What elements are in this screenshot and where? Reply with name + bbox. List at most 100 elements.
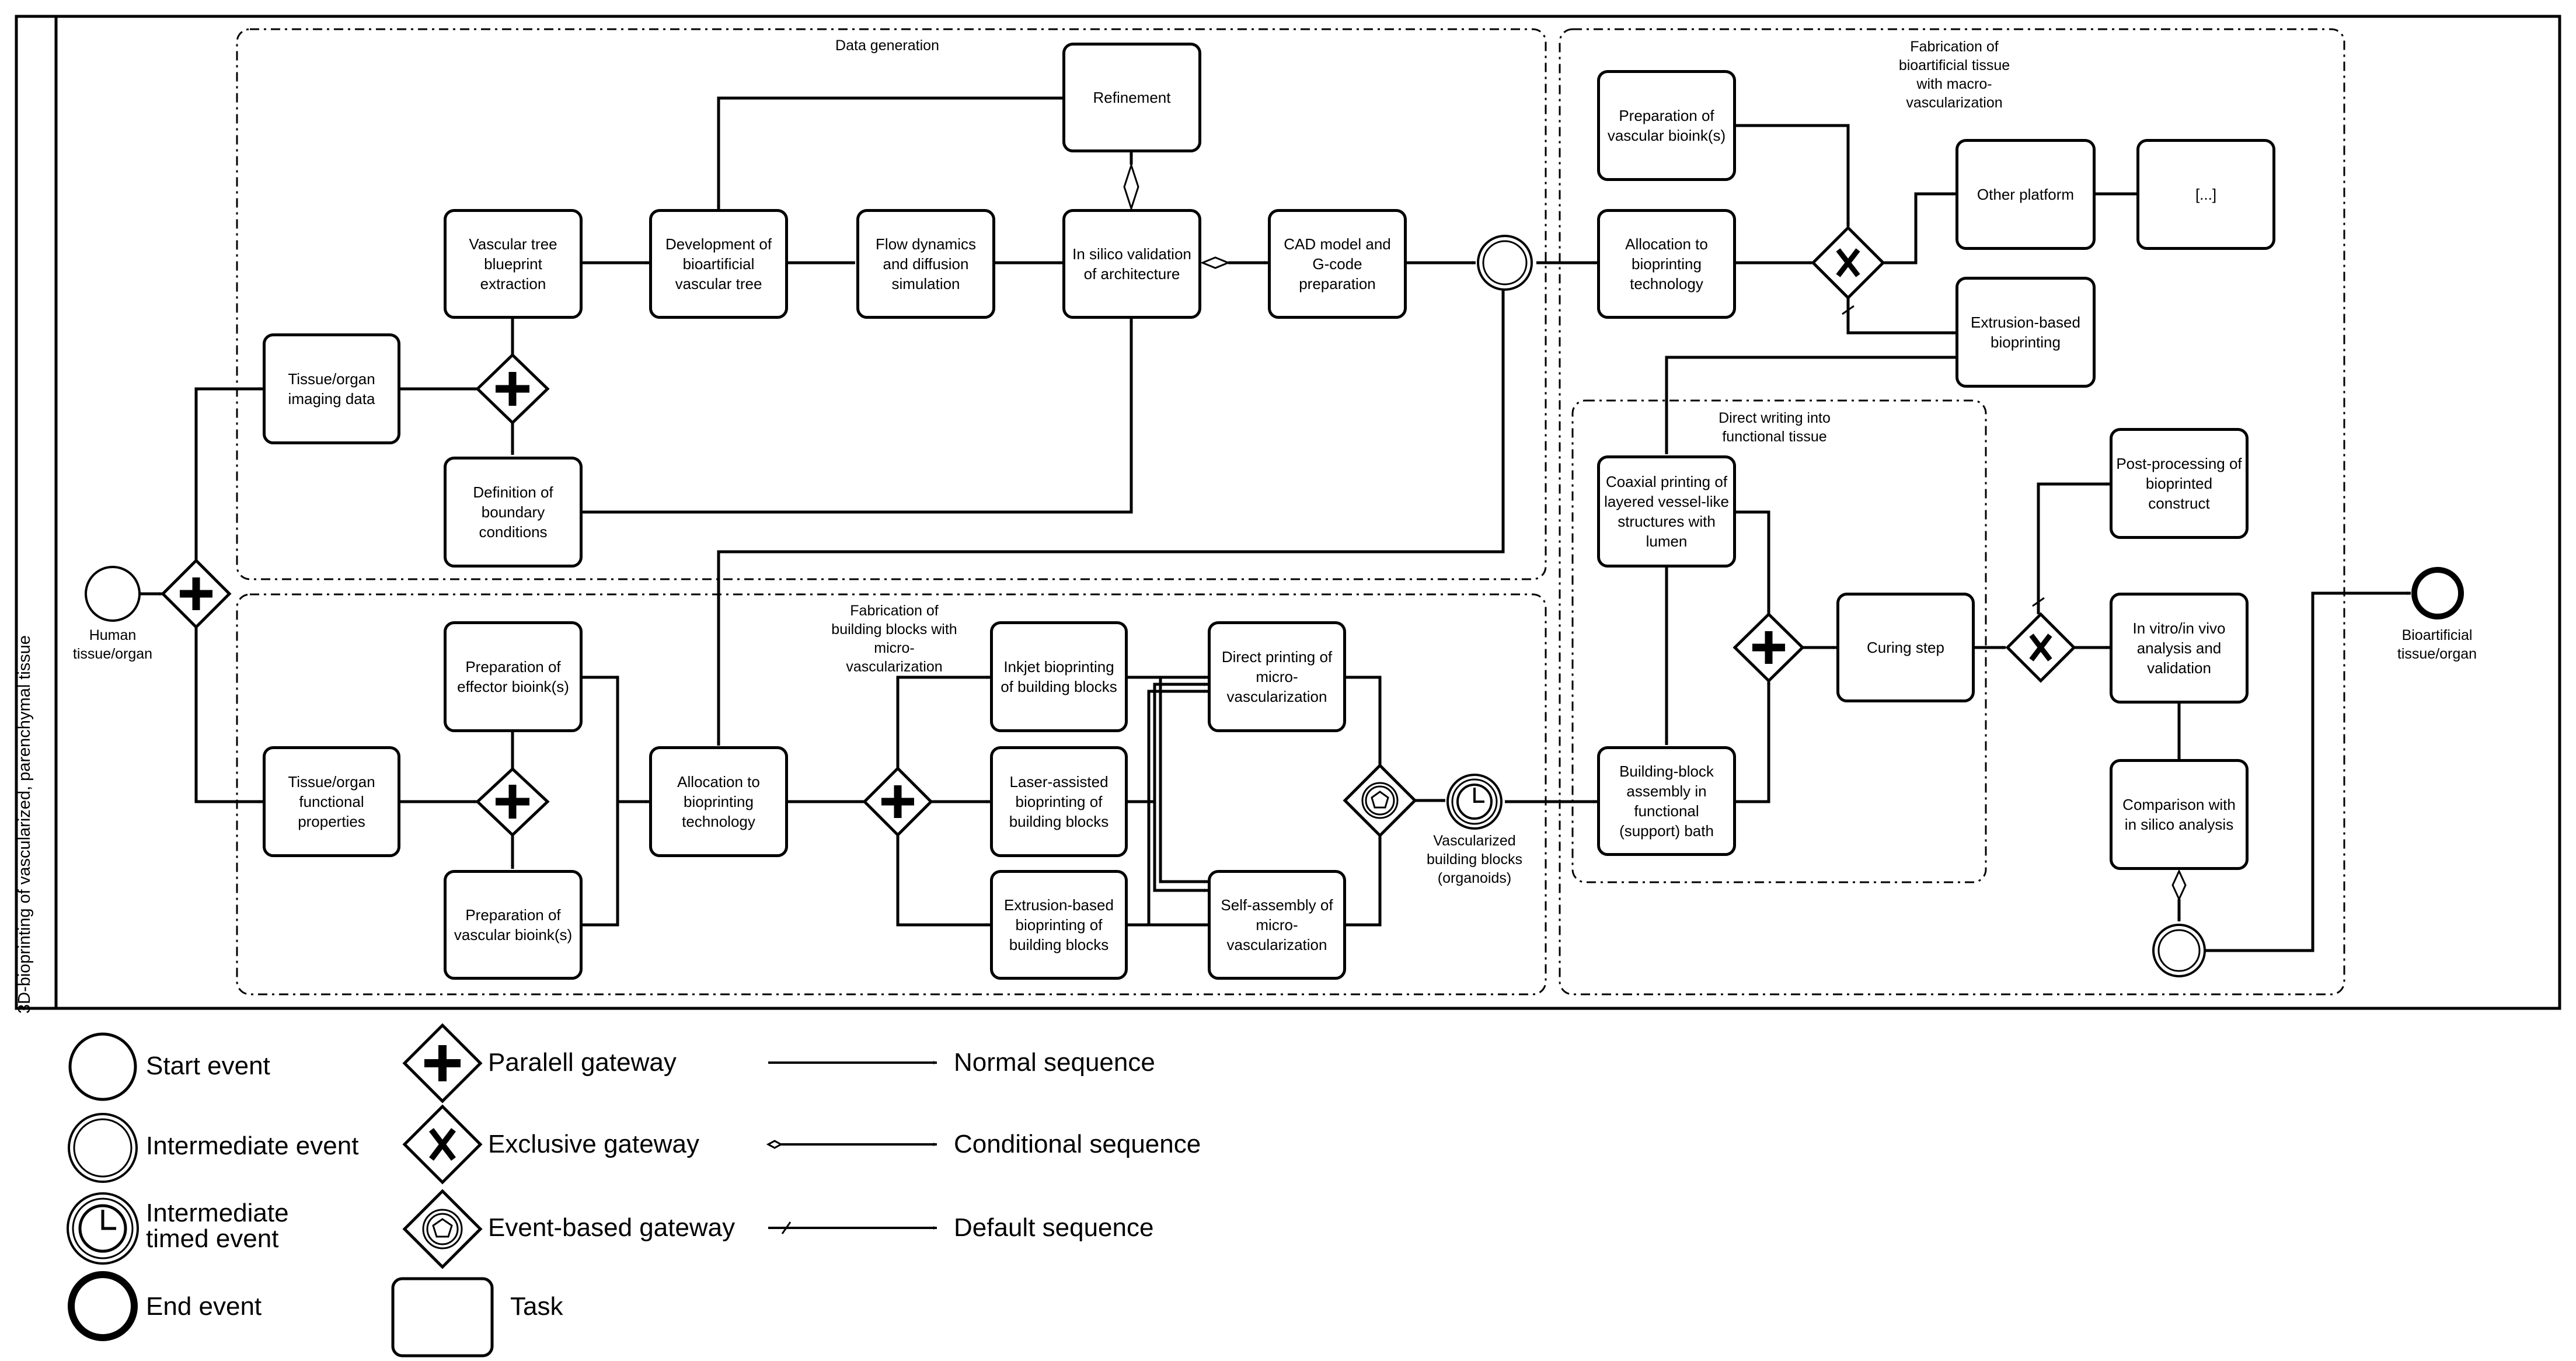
group-direct-writing [1571, 399, 1987, 883]
task-comparison: Comparison with in silico analysis [2110, 759, 2249, 870]
task-self-assembly: Self-assembly of micro-vascularization [1208, 870, 1346, 980]
group-data-generation [236, 28, 1547, 580]
end-event-label: Bioartificial tissue/organ [2397, 627, 2477, 662]
task-other-platform: Other platform [1955, 139, 2096, 250]
task-boundary-conditions: Definition of boundary conditions [444, 457, 583, 568]
legend-end-event-symbol [68, 1271, 138, 1341]
flow-selfassembly-to-event-gw [1346, 836, 1382, 927]
flow-refinement-to-dev [717, 96, 1062, 209]
flow-xor-to-extrusion [1846, 298, 1955, 335]
legend-event-gateway-symbol [402, 1189, 483, 1269]
group-label-macro-vascularization: Fabrication of bioartificial tissue with… [1898, 39, 2010, 111]
parallel-gateway-bioink [475, 767, 550, 837]
task-refinement: Refinement [1062, 43, 1201, 152]
task-post-processing: Post-processing of bioprinted construct [2110, 428, 2249, 539]
legend-intermediate-event-symbol [68, 1113, 138, 1183]
parallel-gateway-curing [1733, 612, 1805, 683]
legend-event-gateway-label: Event-based gateway [488, 1213, 735, 1242]
task-in-silico-validation: In silico validation of architecture [1062, 209, 1201, 319]
task-vascular-bioink-b: Preparation of vascular bioink(s) [1597, 70, 1736, 181]
flow-gw-to-inkjet [896, 676, 990, 768]
legend-default-sequence-label: Default sequence [954, 1213, 1154, 1242]
task-direct-micro: Direct printing of micro-vascularization [1208, 621, 1346, 732]
group-label-direct-writing: Direct writing into functional tissue [1719, 410, 1831, 445]
exclusive-gateway-analysis [2005, 612, 2076, 683]
default-marker-extrusion [1842, 305, 1855, 315]
legend-conditional-sequence-label: Conditional sequence [954, 1130, 1201, 1158]
group-building-blocks [236, 593, 1547, 995]
task-cad-model: CAD model and G-code preparation [1268, 209, 1407, 319]
lane-label: 3D-bioprinting of vascularized, parenchy… [15, 635, 34, 1014]
end-event [2411, 567, 2464, 619]
group-label-building-blocks: Fabrication of building blocks with micr… [831, 603, 957, 675]
event-based-gateway [1343, 763, 1417, 838]
exclusive-gateway-technology [1811, 225, 1885, 300]
flow-inkjet-to-selfassembly [1128, 676, 1208, 883]
default-marker-postprocessing [2032, 597, 2045, 607]
legend-parallel-gateway-symbol [402, 1023, 483, 1104]
legend-parallel-gateway-label: Paralell gateway [488, 1048, 677, 1077]
legend-task-label: Task [510, 1292, 563, 1321]
parallel-gateway-data [475, 353, 550, 425]
flow-direct-to-event-gw [1346, 676, 1382, 765]
task-laser-assisted: Laser-assisted bioprinting of building b… [990, 746, 1128, 857]
legend-default-marker [781, 1221, 792, 1234]
conditional-marker-comparison [2171, 869, 2187, 901]
task-extrusion-blocks: Extrusion-based bioprinting of building … [990, 870, 1128, 980]
flow-laser-to-direct [1128, 683, 1208, 803]
legend-task-symbol [391, 1277, 494, 1357]
task-functional-properties: Tissue/organ functional properties [263, 746, 400, 857]
flow-bbassembly-to-gw [1736, 681, 1770, 803]
task-extrusion-based: Extrusion-based bioprinting [1955, 277, 2096, 388]
legend-start-event-label: Start event [146, 1052, 270, 1080]
conditional-marker-cad [1200, 256, 1231, 269]
legend-intermediate-event-label: Intermediate event [146, 1132, 359, 1160]
task-vascular-bioink-a: Preparation of vascular bioink(s) [444, 870, 583, 980]
start-event-label: Human tissue/organ [72, 627, 153, 662]
flow-event-to-allocation-a [717, 290, 1505, 746]
legend-start-event-symbol [68, 1032, 137, 1101]
flow-vascular-to-allocation [583, 802, 619, 927]
task-curing: Curing step [1836, 593, 1975, 702]
legend-end-event-label: End event [146, 1292, 262, 1321]
timed-event-label: Vascularized building blocks (organoids) [1427, 833, 1522, 886]
start-event [85, 566, 141, 622]
legend-exclusive-gateway-symbol [402, 1104, 483, 1185]
flow-gw-to-extrusion [896, 835, 990, 927]
legend-normal-sequence-label: Normal sequence [954, 1048, 1155, 1077]
task-inkjet: Inkjet bioprinting of building blocks [990, 621, 1128, 732]
flow-gateway-to-functional [194, 627, 263, 803]
intermediate-event-comparison [2152, 924, 2206, 977]
parallel-gateway-start [161, 558, 232, 629]
legend-conditional-marker [766, 1140, 783, 1149]
task-bb-assembly: Building-block assembly in functional (s… [1597, 746, 1736, 856]
task-in-vitro: In vitro/in vivo analysis and validation [2110, 593, 2249, 704]
task-allocation-a: Allocation to bioprinting technology [649, 746, 788, 857]
task-effector-bioink: Preparation of effector bioink(s) [444, 621, 583, 732]
task-coaxial: Coaxial printing of layered vessel-like … [1597, 455, 1736, 568]
legend-exclusive-gateway-label: Exclusive gateway [488, 1130, 699, 1158]
task-imaging-data: Tissue/organ imaging data [263, 333, 400, 444]
flow-boundary-to-insilico [583, 319, 1133, 514]
group-macro-vascularization [1559, 28, 2345, 995]
flow-extrusion-to-coaxial [1665, 356, 2026, 454]
timed-event [1446, 774, 1503, 830]
legend-timed-event-symbol [67, 1192, 139, 1265]
intermediate-event-cad [1477, 235, 1533, 291]
group-label-data-generation: Data generation [835, 37, 939, 54]
flow-end-event-to-end [2205, 591, 2411, 952]
task-flow-dynamics: Flow dynamics and diffusion simulation [856, 209, 995, 319]
flow-vascular-b-to-xor [1736, 124, 1850, 227]
flow-laser-to-selfassembly [1128, 800, 1208, 892]
parallel-gateway-technology [862, 766, 933, 837]
flow-coaxial-to-gw [1736, 510, 1770, 614]
conditional-marker-refinement [1123, 162, 1139, 211]
task-blueprint-extraction: Vascular tree blueprint extraction [444, 209, 583, 319]
flow-gateway-to-imaging [194, 387, 263, 561]
flow-xor-to-other [1883, 192, 1955, 264]
task-dev-vascular-tree: Development of bioartificial vascular tr… [649, 209, 788, 319]
task-ellipsis: [...] [2136, 139, 2275, 250]
flow-effector-to-allocation [583, 676, 649, 803]
task-allocation-b: Allocation to bioprinting technology [1597, 209, 1736, 319]
